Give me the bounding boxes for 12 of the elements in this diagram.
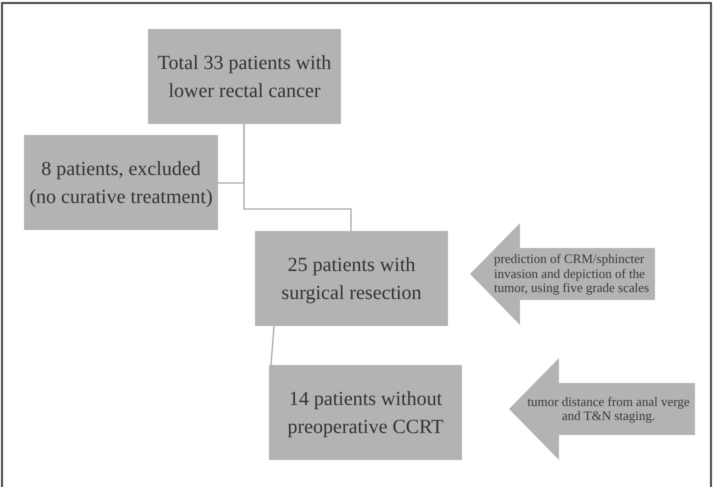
process-box	[148, 29, 341, 124]
process-box	[255, 231, 448, 326]
connector-line	[270, 326, 275, 366]
process-box	[24, 135, 218, 230]
process-box	[269, 365, 462, 460]
box-label: Total 33 patients with lower rectal cancer	[156, 50, 332, 104]
connector-line	[218, 124, 245, 184]
callout-text: tumor distance from anal verge and T&N staging.	[526, 394, 691, 424]
callout-text: prediction of CRM/sphincter invasion and depiction of the tumor, using five grade scales	[494, 252, 650, 296]
box-label: 8 patients, excluded (no curative treatment)	[28, 156, 214, 210]
box-label: 25 patients with surgical resection	[280, 252, 423, 306]
box-label: 14 patients without preoperative CCRT	[286, 386, 444, 440]
